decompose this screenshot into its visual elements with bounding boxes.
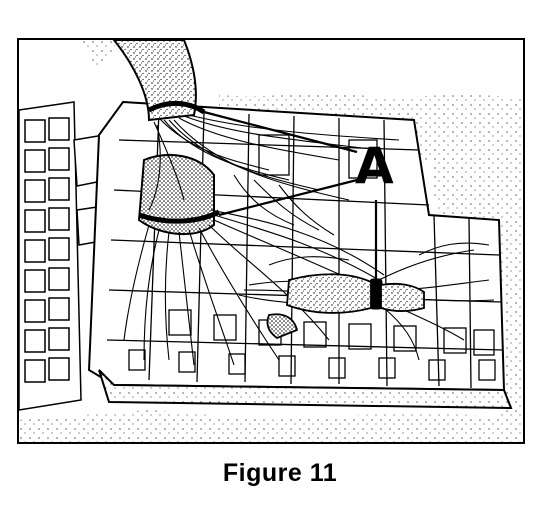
left-relay-panel — [19, 101, 108, 411]
figure-caption: Figure 11 — [222, 459, 338, 487]
figure-frame: A — [17, 38, 525, 444]
callout-label-a: A — [355, 137, 394, 195]
wire-bundles — [123, 114, 495, 366]
lower-harness-sleeve — [266, 273, 425, 340]
harness-sleeve — [112, 40, 215, 236]
wiring-illustration: A — [19, 40, 523, 442]
callout-leader-lines — [203, 110, 378, 280]
